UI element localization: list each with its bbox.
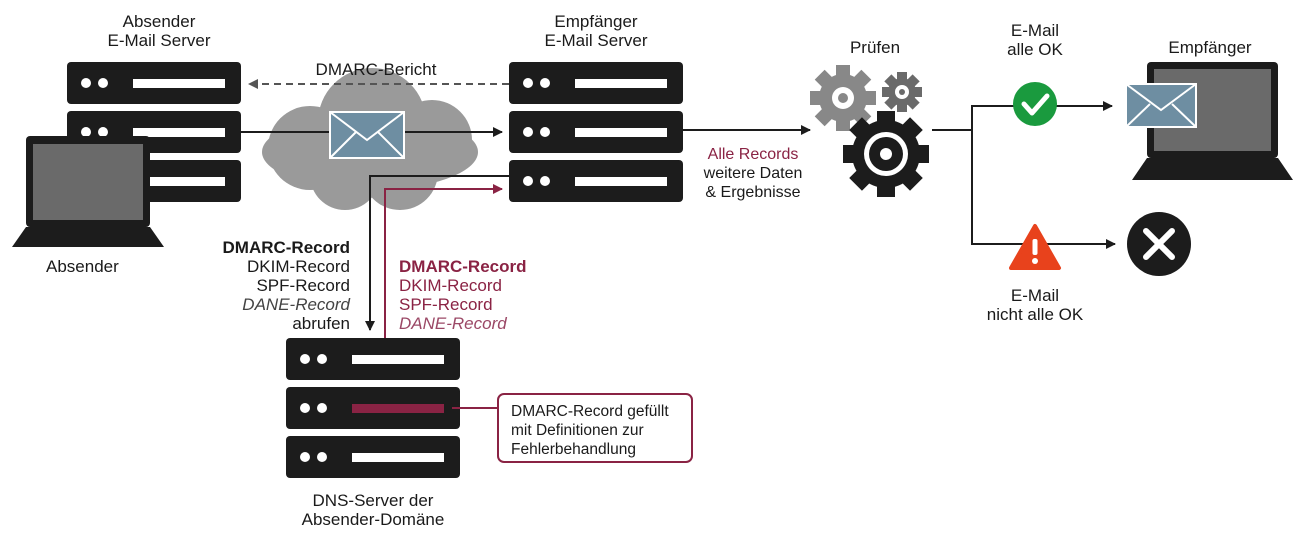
received-envelope-icon [1125, 83, 1197, 128]
result-ok-label: E-Mail alle OK [1007, 21, 1063, 59]
check-title: Prüfen [849, 38, 901, 57]
dmarc-report-label: DMARC-Bericht [315, 60, 437, 79]
fail-branch-line [971, 130, 1116, 249]
dmarc-note-box: DMARC-Record gefüllt mit Definitionen zu… [497, 393, 693, 463]
reject-icon [1127, 212, 1191, 276]
records-request-arrow [365, 175, 509, 331]
records-request-label: DMARC-Record DKIM-Record SPF-Record DANE… [222, 238, 351, 333]
sender-title: Absender [46, 257, 119, 276]
records-response-label: DMARC-Record DKIM-Record SPF-Record DANE… [399, 257, 527, 333]
recipient-server-title: Empfänger E-Mail Server [544, 12, 648, 50]
forward-info-label: Alle Records weitere Daten & Ergebnisse [703, 146, 803, 201]
sender-laptop-icon [12, 136, 164, 247]
warning-icon [1009, 224, 1061, 270]
dns-server [286, 338, 460, 478]
recipient-title: Empfänger [1168, 38, 1252, 57]
gears-icon [810, 65, 929, 197]
ok-check-icon [1013, 82, 1057, 126]
result-fail-label: E-Mail nicht alle OK [986, 286, 1084, 324]
recipient-mail-server [509, 62, 683, 202]
dns-server-title: DNS-Server der Absender-Domäne [301, 491, 445, 529]
envelope-icon [329, 111, 405, 159]
sender-server-title: Absender E-Mail Server [107, 12, 211, 50]
records-response-arrow [384, 184, 503, 338]
